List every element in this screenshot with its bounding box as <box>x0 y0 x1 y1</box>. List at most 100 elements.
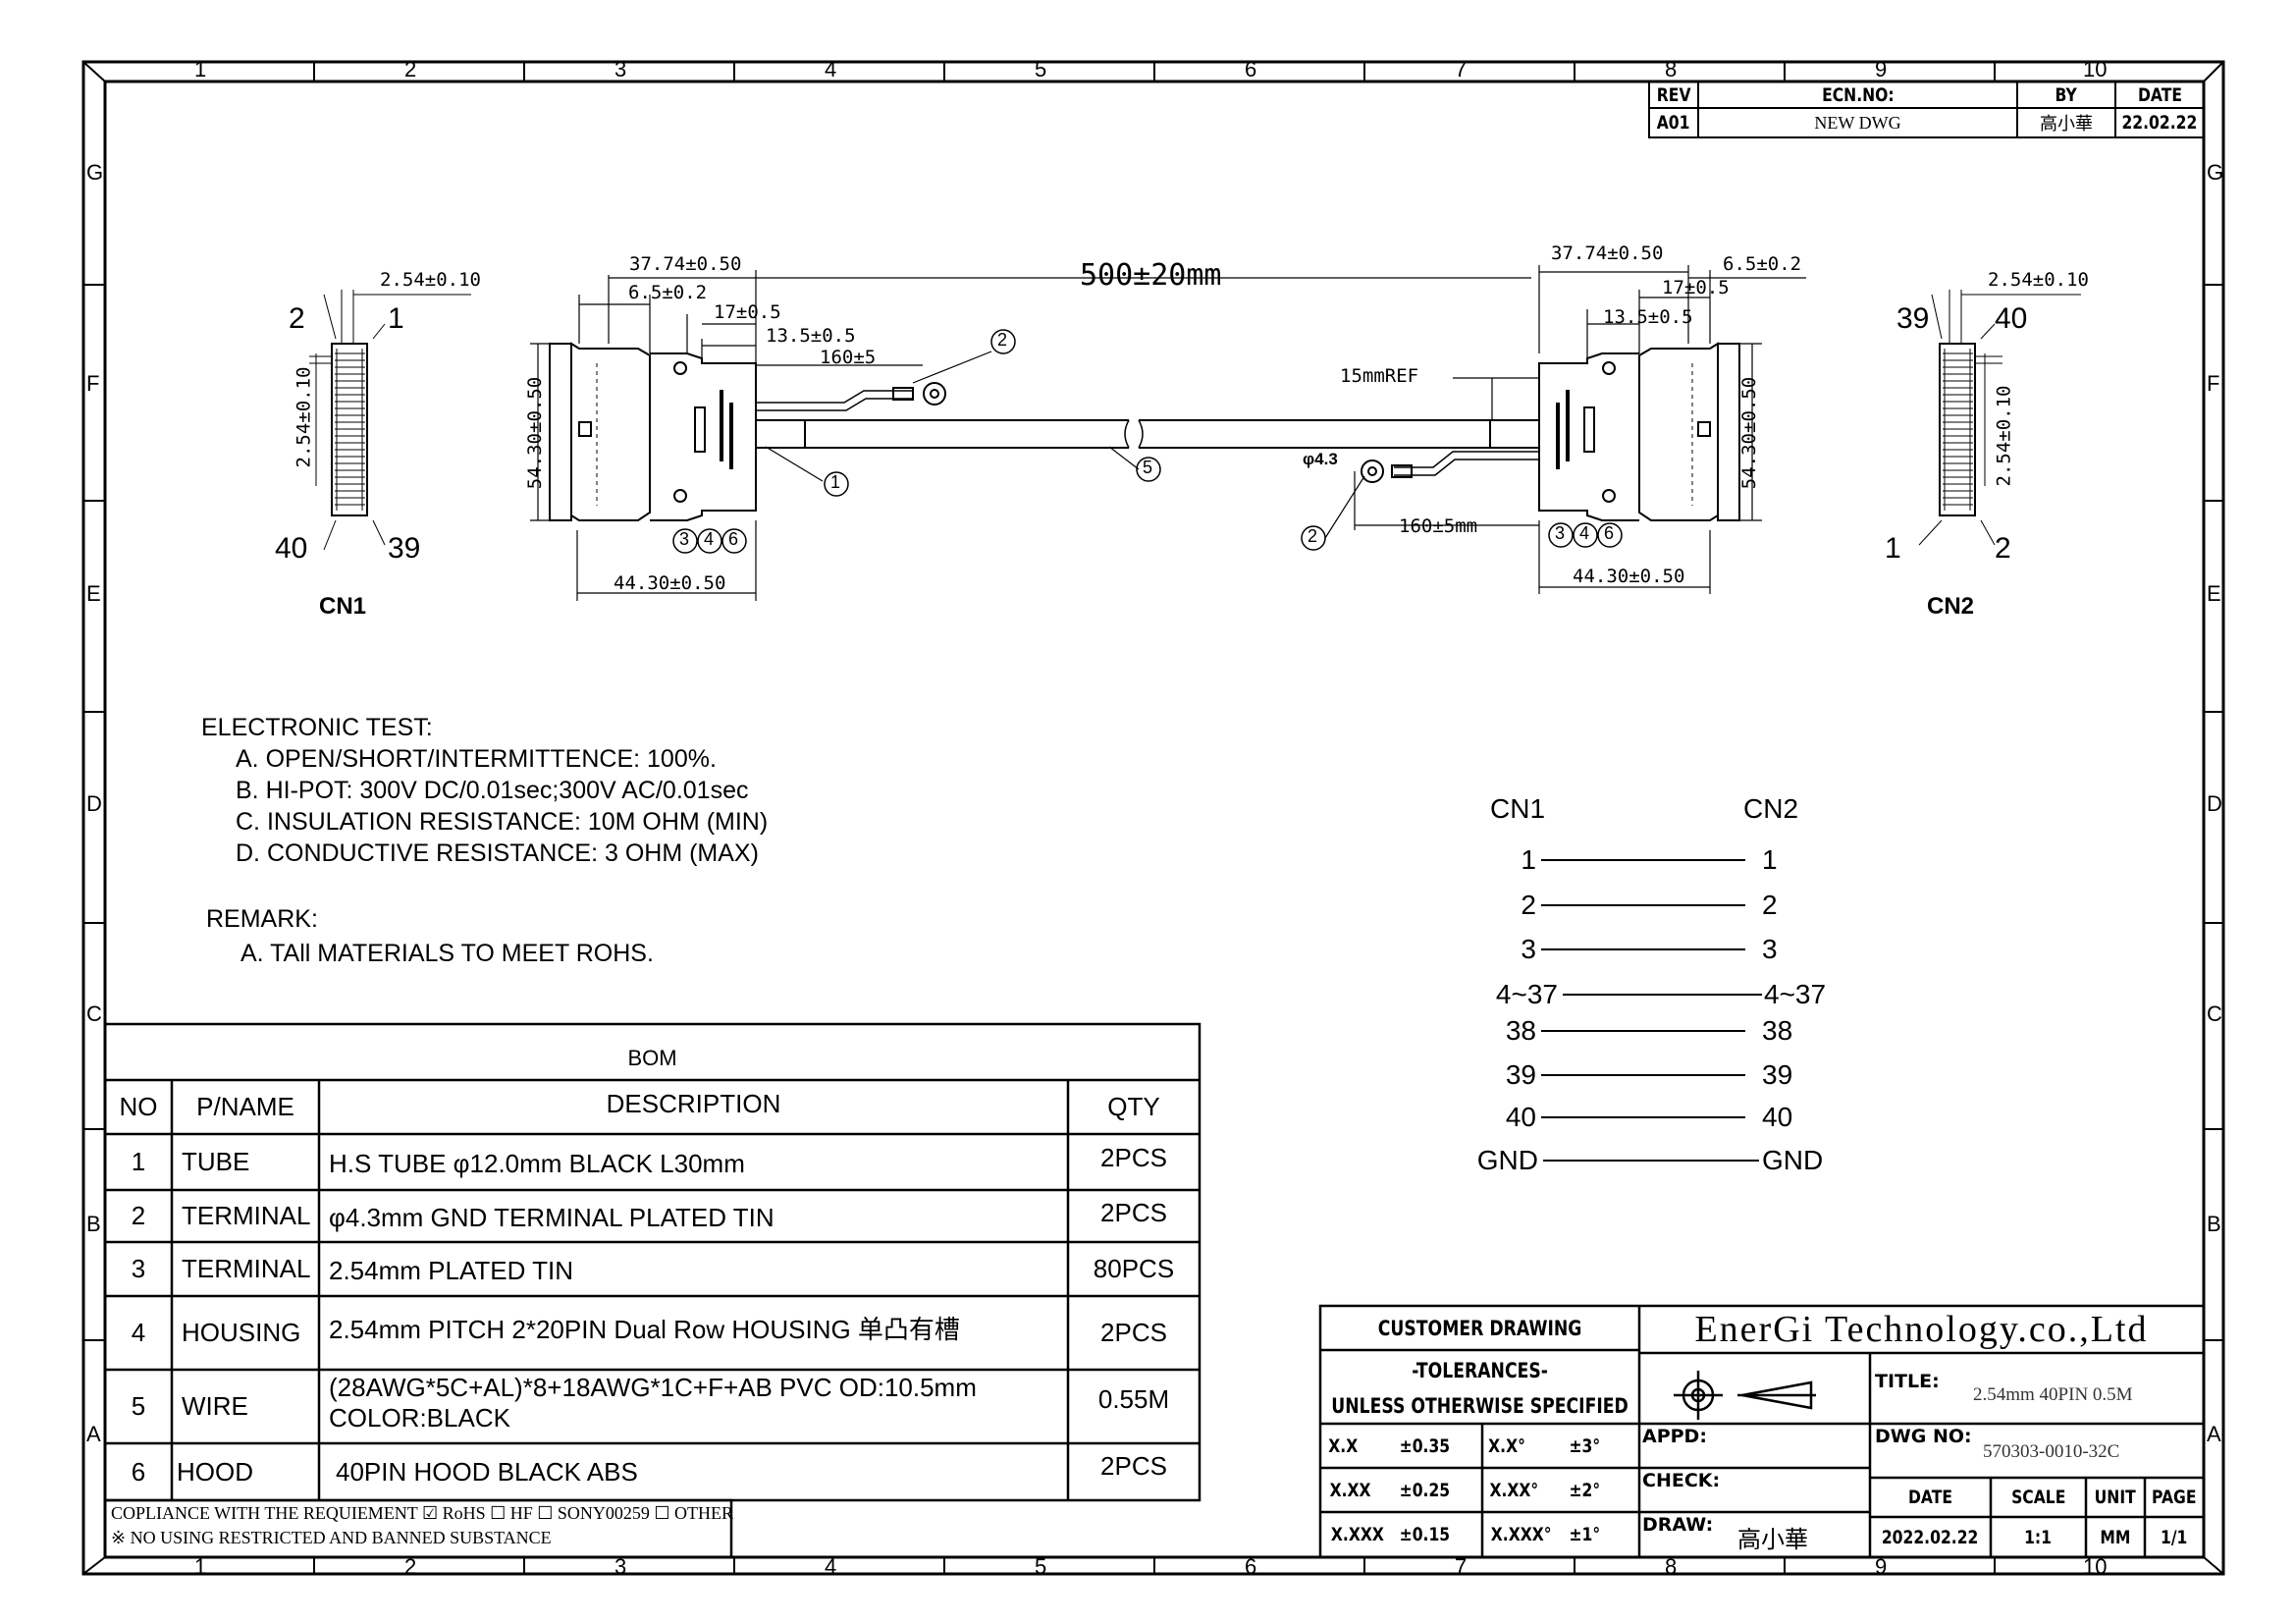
zone-colb-5: 5 <box>1035 1554 1047 1579</box>
cn2-pin-40: 40 <box>1995 302 2028 335</box>
zone-colb-6: 6 <box>1245 1554 1257 1579</box>
zone-col-1: 1 <box>194 57 207 81</box>
page-col-header: PAGE <box>2152 1487 2197 1508</box>
bom-header-name: P/NAME <box>196 1092 294 1121</box>
tol-r2-b: ±0.25 <box>1399 1479 1451 1501</box>
wiring-header-cn1: CN1 <box>1490 793 1546 824</box>
cn1-pin-2: 2 <box>289 302 305 335</box>
dim-left-65: 6.5±0.2 <box>628 282 708 303</box>
dim-left-443: 44.30±0.50 <box>614 572 726 594</box>
test-a: A. OPEN/SHORT/INTERMITTENCE: 100%. <box>236 745 717 773</box>
zone-row-d: D <box>86 791 102 816</box>
dwg-no-value: 570303-0010-32C <box>1983 1441 2120 1462</box>
cn1-pitch-h: 2.54±0.10 <box>380 269 481 291</box>
cn2-pin-2: 2 <box>1995 532 2011 565</box>
customer-drawing: CUSTOMER DRAWING <box>1377 1316 1582 1340</box>
dim-left-135: 13.5±0.5 <box>766 325 856 347</box>
balloon-2-right: 2 <box>1308 526 1318 546</box>
wiring-r-8: GND <box>1762 1145 1824 1175</box>
title-label: TITLE: <box>1875 1371 1940 1392</box>
cn1-pin-40: 40 <box>275 532 308 565</box>
bom-row4-name: HOUSING <box>182 1318 301 1347</box>
bom-row3-no: 3 <box>131 1254 146 1283</box>
zone-col-4: 4 <box>825 57 837 81</box>
tol-r1-b: ±0.35 <box>1399 1434 1451 1457</box>
bom-header-qty: QTY <box>1107 1092 1160 1121</box>
tol-r3-b: ±0.15 <box>1399 1524 1451 1545</box>
bom-row5-qty: 0.55M <box>1097 1383 1170 1414</box>
test-d: D. CONDUCTIVE RESISTANCE: 3 OHM (MAX) <box>236 839 759 867</box>
ecn-value: NEW DWG <box>1814 112 1901 133</box>
wiring-r-6: 39 <box>1762 1059 1793 1090</box>
rev-header: REV <box>1656 83 1691 106</box>
bom-row5-no: 5 <box>131 1391 146 1421</box>
zone-rowr-b: B <box>2207 1212 2221 1236</box>
zone-colb-4: 4 <box>825 1554 837 1579</box>
cn1-label: CN1 <box>319 593 367 620</box>
bom-title: BOM <box>627 1046 677 1070</box>
zone-row-a: A <box>86 1422 101 1446</box>
zone-rowr-g: G <box>2207 160 2224 185</box>
bom-row1-no: 1 <box>131 1147 146 1176</box>
zone-row-b: B <box>86 1212 101 1236</box>
draw-label: DRAW: <box>1642 1514 1714 1536</box>
check-label: CHECK: <box>1642 1470 1721 1491</box>
balloon-3-left: 3 <box>679 529 690 549</box>
zone-col-5: 5 <box>1035 57 1047 81</box>
bom-row6-qty: 2PCS <box>1100 1450 1167 1481</box>
zone-rowr-e: E <box>2207 581 2221 606</box>
dim-right-443: 44.30±0.50 <box>1573 566 1685 587</box>
balloon-3-right: 3 <box>1555 523 1566 543</box>
zone-rowr-f: F <box>2207 371 2220 396</box>
bom-row5-name: WIRE <box>182 1391 248 1421</box>
date-header: DATE <box>2137 83 2182 106</box>
wiring-r-4: 4~37 <box>1764 979 1827 1009</box>
balloon-circles <box>672 329 1623 554</box>
dim-left-543: 54.30±0.50 <box>524 376 547 490</box>
dim-right-phi: φ4.3 <box>1303 450 1338 468</box>
right-connector-side-view <box>1138 342 1740 521</box>
notes-block: ELECTRONIC TEST: A. OPEN/SHORT/INTERMITT… <box>201 712 768 869</box>
bom-row6-name: HOOD <box>177 1456 253 1487</box>
test-b: B. HI-POT: 300V DC/0.01sec;300V AC/0.01s… <box>236 777 749 804</box>
zone-col-9: 9 <box>1875 57 1888 81</box>
bom-header-desc: DESCRIPTION <box>606 1088 781 1118</box>
wiring-r-7: 40 <box>1762 1102 1793 1132</box>
bom-row6-desc: 40PIN HOOD BLACK ABS <box>336 1456 638 1487</box>
balloon-6-right: 6 <box>1604 523 1615 543</box>
bom-row4-qty: 2PCS <box>1100 1318 1167 1347</box>
title-value: 2.54mm 40PIN 0.5M <box>1973 1384 2133 1405</box>
dim-right-543: 54.30±0.50 <box>1738 376 1761 490</box>
drawer-name: 高小華 <box>1737 1526 1808 1553</box>
wiring-l-3: 3 <box>1521 934 1536 964</box>
zone-row-c: C <box>86 1001 102 1026</box>
tol-r1-d: ±3° <box>1569 1434 1601 1457</box>
scale-value-cell: 1:1 <box>2024 1526 2053 1548</box>
zone-row-e: E <box>86 581 101 606</box>
bom-row4-desc: 2.54mm PITCH 2*20PIN Dual Row HOUSING 单凸… <box>329 1314 960 1344</box>
bom-row6-no: 6 <box>131 1456 146 1487</box>
bom-row3-qty: 80PCS <box>1093 1254 1175 1283</box>
wiring-l-8: GND <box>1476 1145 1538 1175</box>
wiring-l-6: 39 <box>1505 1059 1536 1090</box>
bom-header-no: NO <box>119 1092 158 1121</box>
dim-left-17: 17±0.5 <box>714 301 781 323</box>
bom-row5-desc-line2: COLOR:BLACK <box>329 1403 510 1433</box>
balloon-5: 5 <box>1143 458 1153 477</box>
cn2-label: CN2 <box>1927 593 1975 620</box>
cn1-pin-39: 39 <box>388 532 421 565</box>
compliance-line-2: ※ NO USING RESTRICTED AND BANNED SUBSTAN… <box>111 1528 552 1547</box>
remark-text: A. TAll MATERIALS TO MEET ROHS. <box>240 940 654 967</box>
zone-col-2: 2 <box>404 57 417 81</box>
wiring-l-7: 40 <box>1505 1102 1536 1132</box>
cn2-pins <box>1943 352 1986 506</box>
wiring-l-2: 2 <box>1521 890 1536 920</box>
rev-value: A01 <box>1657 112 1690 134</box>
date-col-header: DATE <box>1907 1487 1953 1508</box>
bom-row1-desc: H.S TUBE φ12.0mm BLACK L30mm <box>329 1148 745 1178</box>
dim-left-37: 37.74±0.50 <box>629 253 742 275</box>
cn2-pitch-v: 2.54±0.10 <box>1993 385 2015 487</box>
zone-col-3: 3 <box>614 57 627 81</box>
